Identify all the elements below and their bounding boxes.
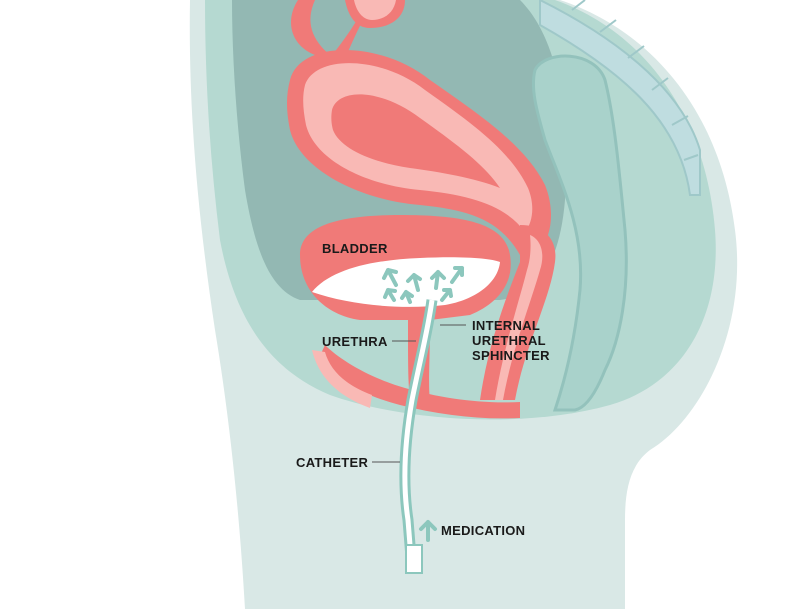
uterine-cavity [331,94,500,188]
label-internal: INTERNAL [472,318,540,333]
vaginal-canal-inner [495,235,543,400]
label-medication: MEDICATION [441,523,525,538]
catheter-tip [405,544,423,574]
medication-legend-icon [419,520,437,542]
label-catheter: CATHETER [296,455,369,470]
label-urethral: URETHRAL [472,333,546,348]
rectum [531,54,628,412]
bladder-lumen [312,257,500,307]
pelvic-floor [318,345,520,419]
medication-arrows [382,266,464,304]
catheter-inner [402,299,435,571]
label-bladder: BLADDER [322,241,388,256]
ligament [330,18,362,58]
urethra-tissue [312,350,372,408]
label-urethra: URETHRA [322,334,388,349]
ovary-inner [354,0,396,20]
vertebra-lines [571,0,699,161]
spine [539,0,701,196]
label-sphincter: SPHINCTER [472,348,550,363]
fallopian-tube [291,0,330,55]
